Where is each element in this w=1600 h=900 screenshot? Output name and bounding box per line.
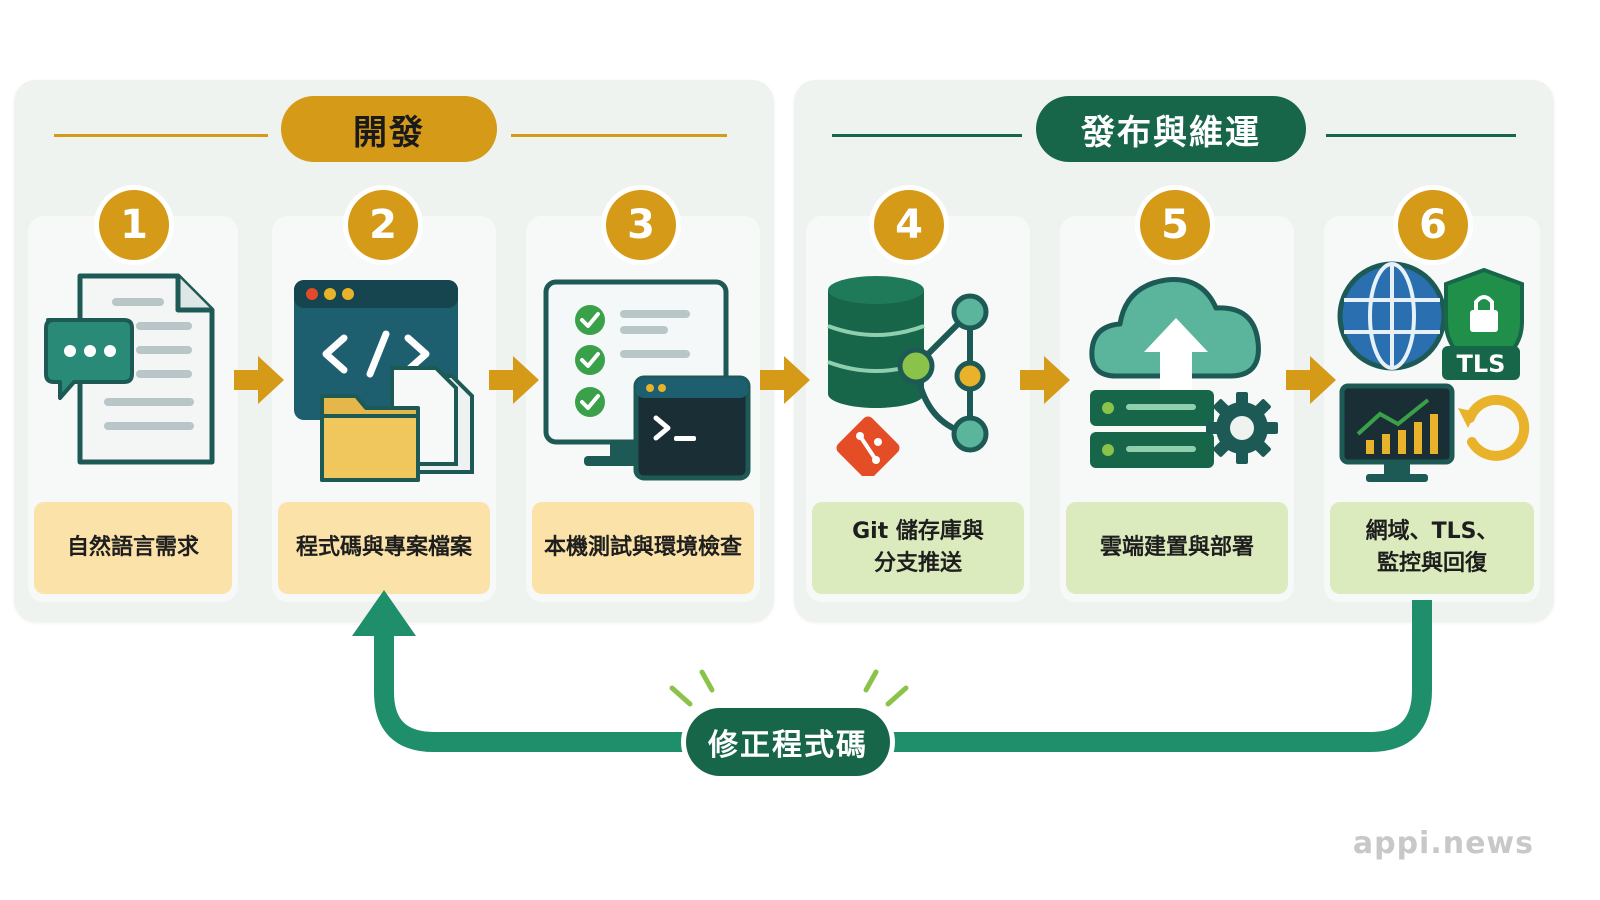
tls-badge-text: TLS [1457,350,1506,378]
globe-tls-monitor-icon: TLS [1337,261,1530,482]
ops-header-line-left [832,134,1022,137]
flow-arrow-5-6 [1286,356,1336,404]
step-label-3: 本機測試與環境檢查 [532,502,754,594]
highlight-spark-icon [669,669,909,707]
step-number-1: 1 [99,190,169,260]
tls-shield-icon [1442,267,1524,380]
dev-header-line-left [54,134,268,137]
checklist-terminal-icon [543,279,751,481]
step-number-2: 2 [348,190,418,260]
step-label-1: 自然語言需求 [34,502,232,594]
step-label-4: Git 儲存庫與 分支推送 [812,502,1024,594]
flow-arrow-3-4 [760,356,810,404]
dev-header-line-right [511,134,727,137]
monitor-chart-icon [1339,383,1455,482]
globe-icon [1337,261,1447,371]
flow-arrow-1-2 [234,356,284,404]
step-label-6: 網域、TLS、 監控與回復 [1330,502,1534,594]
step-number-5: 5 [1140,190,1210,260]
restore-icon [1458,394,1530,461]
fix-code-loop-label: 修正程式碼 [686,708,890,776]
step-number-6: 6 [1398,190,1468,260]
step-label-5: 雲端建置與部署 [1066,502,1288,594]
step-number-4: 4 [874,190,944,260]
ops-header-line-right [1326,134,1516,137]
code-window-folder-icon [294,280,474,482]
cloud-upload-server-icon [1089,277,1278,468]
watermark: appi.news [1352,826,1534,861]
flow-arrow-2-3 [489,356,539,404]
step-number-3: 3 [606,190,676,260]
document-chat-icon [44,273,215,465]
development-section-title: 開發 [281,96,497,162]
release-operations-section-title: 發布與維運 [1036,96,1306,162]
flow-arrow-4-5 [1020,356,1070,404]
step-label-2: 程式碼與專案檔案 [278,502,490,594]
git-repository-branch-icon [827,276,989,476]
